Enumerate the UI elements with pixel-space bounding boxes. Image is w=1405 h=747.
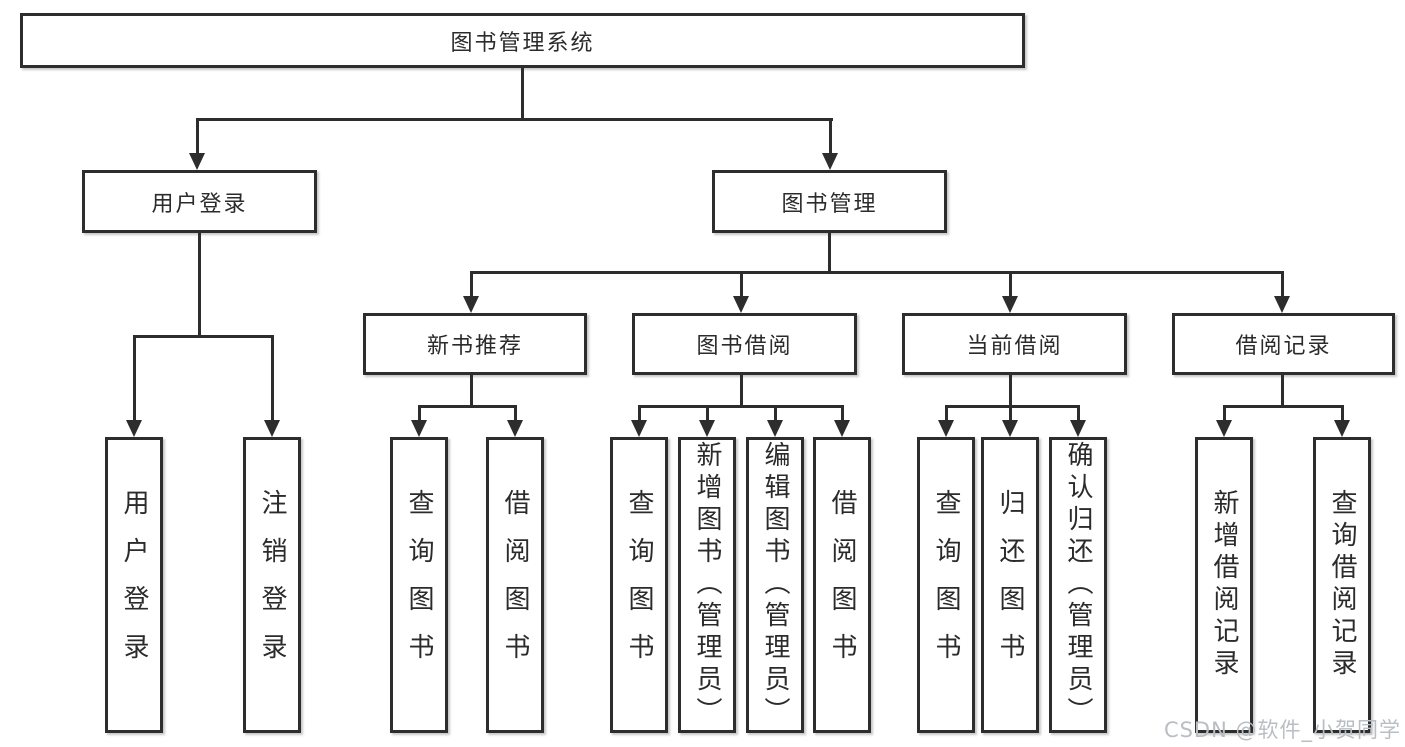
arrow-down-icon <box>822 153 838 170</box>
arrow-down-icon <box>1002 420 1018 437</box>
leaf-add-borrow-record: 新增借阅记录 <box>1195 437 1253 733</box>
node-current-borrow: 当前借阅 <box>902 313 1127 375</box>
arrow-down-icon <box>507 420 523 437</box>
node-root: 图书管理系统 <box>20 13 1025 68</box>
connector-hline <box>1223 405 1343 408</box>
connector-vline <box>706 405 709 421</box>
connector-hline <box>638 405 843 408</box>
connector-vline <box>1009 271 1012 297</box>
connector-vline <box>1341 405 1344 421</box>
leaf-return-books: 归还图书 <box>981 437 1039 733</box>
arrow-down-icon <box>1274 296 1290 313</box>
connector-vline <box>133 335 136 421</box>
connector-hline <box>196 118 833 121</box>
connector-vline <box>1281 374 1284 408</box>
connector-vline <box>829 118 832 154</box>
connector-vline <box>841 405 844 421</box>
leaf-logout: 注销登录 <box>243 437 301 733</box>
connector-vline <box>271 335 274 421</box>
connector-vline <box>198 232 201 338</box>
connector-vline <box>740 271 743 297</box>
leaf-confirm-return-admin: 确认归还（管理员） <box>1049 437 1107 733</box>
connector-vline <box>945 405 948 421</box>
leaf-add-books-admin: 新增图书（管理员） <box>678 437 736 733</box>
watermark: CSDN @软件_小贺同学 <box>1163 718 1401 742</box>
arrow-down-icon <box>126 420 142 437</box>
node-user-login: 用户登录 <box>82 170 317 233</box>
connector-vline <box>196 118 199 154</box>
node-new-book-recommend: 新书推荐 <box>363 313 587 375</box>
arrow-down-icon <box>189 153 205 170</box>
connector-vline <box>514 405 517 421</box>
leaf-user-login: 用户登录 <box>105 437 163 733</box>
connector-hline <box>470 271 1283 274</box>
connector-vline <box>1077 405 1080 421</box>
leaf-edit-books-admin: 编辑图书（管理员） <box>746 437 804 733</box>
arrow-down-icon <box>1216 420 1232 437</box>
arrow-down-icon <box>834 420 850 437</box>
leaf-query-books-recommend: 查询图书 <box>390 437 448 733</box>
connector-vline <box>828 232 831 274</box>
arrow-down-icon <box>699 420 715 437</box>
leaf-borrow-books-recommend: 借阅图书 <box>486 437 544 733</box>
node-book-management: 图书管理 <box>712 170 947 233</box>
arrow-down-icon <box>767 420 783 437</box>
connector-vline <box>1009 405 1012 421</box>
arrow-down-icon <box>411 420 427 437</box>
arrow-down-icon <box>1334 420 1350 437</box>
leaf-borrow-books: 借阅图书 <box>813 437 871 733</box>
arrow-down-icon <box>938 420 954 437</box>
node-borrow-records: 借阅记录 <box>1172 313 1395 375</box>
connector-vline <box>470 374 473 408</box>
connector-hline <box>133 335 274 338</box>
arrow-down-icon <box>1070 420 1086 437</box>
connector-hline <box>418 405 516 408</box>
connector-vline <box>1009 374 1012 408</box>
leaf-query-borrow-record: 查询借阅记录 <box>1313 437 1371 733</box>
arrow-down-icon <box>1002 296 1018 313</box>
connector-vline <box>638 405 641 421</box>
connector-vline <box>740 374 743 408</box>
arrow-down-icon <box>264 420 280 437</box>
arrow-down-icon <box>631 420 647 437</box>
connector-vline <box>1281 271 1284 297</box>
arrow-down-icon <box>733 296 749 313</box>
connector-vline <box>470 271 473 297</box>
leaf-query-books-borrow: 查询图书 <box>610 437 668 733</box>
node-book-borrow: 图书借阅 <box>632 313 857 375</box>
connector-vline <box>774 405 777 421</box>
connector-vline <box>418 405 421 421</box>
connector-hline <box>945 405 1079 408</box>
arrow-down-icon <box>463 296 479 313</box>
connector-vline <box>1223 405 1226 421</box>
connector-vline <box>521 67 524 121</box>
leaf-query-books-current: 查询图书 <box>917 437 975 733</box>
